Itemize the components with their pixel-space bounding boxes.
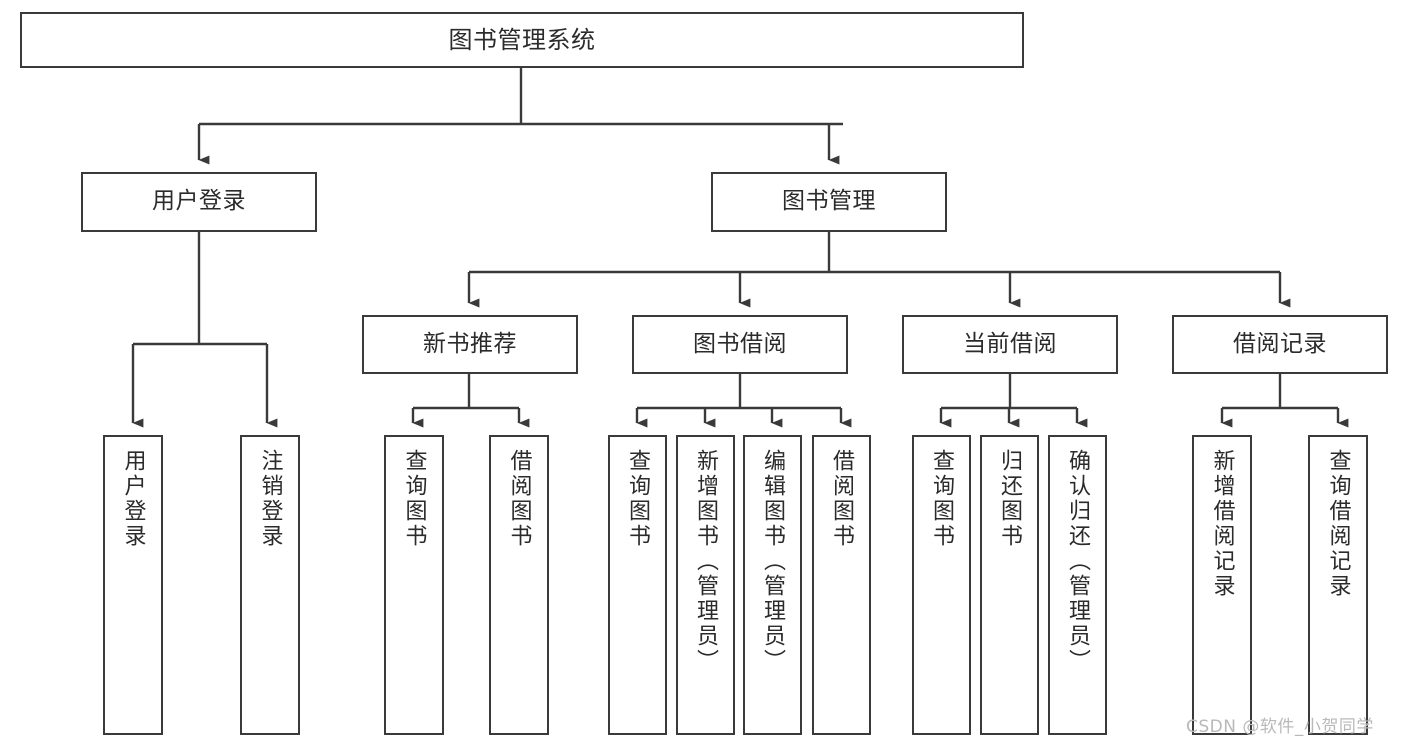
node-label: 查询借阅记录 bbox=[1325, 449, 1351, 599]
leaf-add-book-admin[interactable]: 新增图书（管理员） bbox=[676, 435, 735, 735]
leaf-user-login[interactable]: 用户登录 bbox=[103, 435, 163, 735]
node-label: 借阅图书 bbox=[829, 449, 855, 549]
node-label: 注销登录 bbox=[257, 449, 283, 549]
node-label: 查询图书 bbox=[929, 449, 955, 549]
node-book-manage[interactable]: 图书管理 bbox=[711, 172, 947, 232]
node-label: 当前借阅 bbox=[963, 330, 1057, 357]
node-label: 借阅图书 bbox=[506, 449, 532, 549]
node-label: 归还图书 bbox=[997, 449, 1023, 549]
node-book-borrow[interactable]: 图书借阅 bbox=[632, 315, 848, 374]
leaf-confirm-return-admin[interactable]: 确认归还（管理员） bbox=[1048, 435, 1107, 735]
node-user-login[interactable]: 用户登录 bbox=[81, 172, 317, 232]
node-label: 借阅记录 bbox=[1233, 330, 1327, 357]
leaf-borrow-book[interactable]: 借阅图书 bbox=[812, 435, 871, 735]
leaf-add-borrow-record[interactable]: 新增借阅记录 bbox=[1192, 435, 1252, 735]
leaf-query-book-current[interactable]: 查询图书 bbox=[912, 435, 971, 735]
node-label: 图书借阅 bbox=[693, 330, 787, 357]
leaf-edit-book-admin[interactable]: 编辑图书（管理员） bbox=[743, 435, 802, 735]
node-new-book-recommendation[interactable]: 新书推荐 bbox=[362, 315, 578, 374]
node-label: 新增图书（管理员） bbox=[693, 449, 719, 674]
leaf-borrow-book-recommend[interactable]: 借阅图书 bbox=[489, 435, 549, 735]
node-root-system[interactable]: 图书管理系统 bbox=[20, 12, 1024, 68]
node-label: 编辑图书（管理员） bbox=[760, 449, 786, 674]
leaf-logout-login[interactable]: 注销登录 bbox=[240, 435, 300, 735]
leaf-query-book-recommend[interactable]: 查询图书 bbox=[384, 435, 444, 735]
node-borrow-record[interactable]: 借阅记录 bbox=[1172, 315, 1388, 374]
node-label: 用户登录 bbox=[120, 449, 146, 549]
leaf-query-borrow-record[interactable]: 查询借阅记录 bbox=[1308, 435, 1368, 735]
node-current-borrow[interactable]: 当前借阅 bbox=[902, 315, 1118, 374]
node-label: 查询图书 bbox=[401, 449, 427, 549]
node-label: 查询图书 bbox=[625, 449, 651, 549]
node-label: 图书管理系统 bbox=[448, 25, 596, 54]
node-label: 新增借阅记录 bbox=[1209, 449, 1235, 599]
csdn-watermark: CSDN @软件_小贺同学 bbox=[1186, 717, 1374, 737]
leaf-query-book-borrow[interactable]: 查询图书 bbox=[608, 435, 667, 735]
node-label: 确认归还（管理员） bbox=[1065, 449, 1091, 674]
node-label: 新书推荐 bbox=[423, 330, 517, 357]
node-label: 图书管理 bbox=[782, 188, 876, 215]
leaf-return-book[interactable]: 归还图书 bbox=[980, 435, 1039, 735]
node-label: 用户登录 bbox=[152, 188, 246, 215]
